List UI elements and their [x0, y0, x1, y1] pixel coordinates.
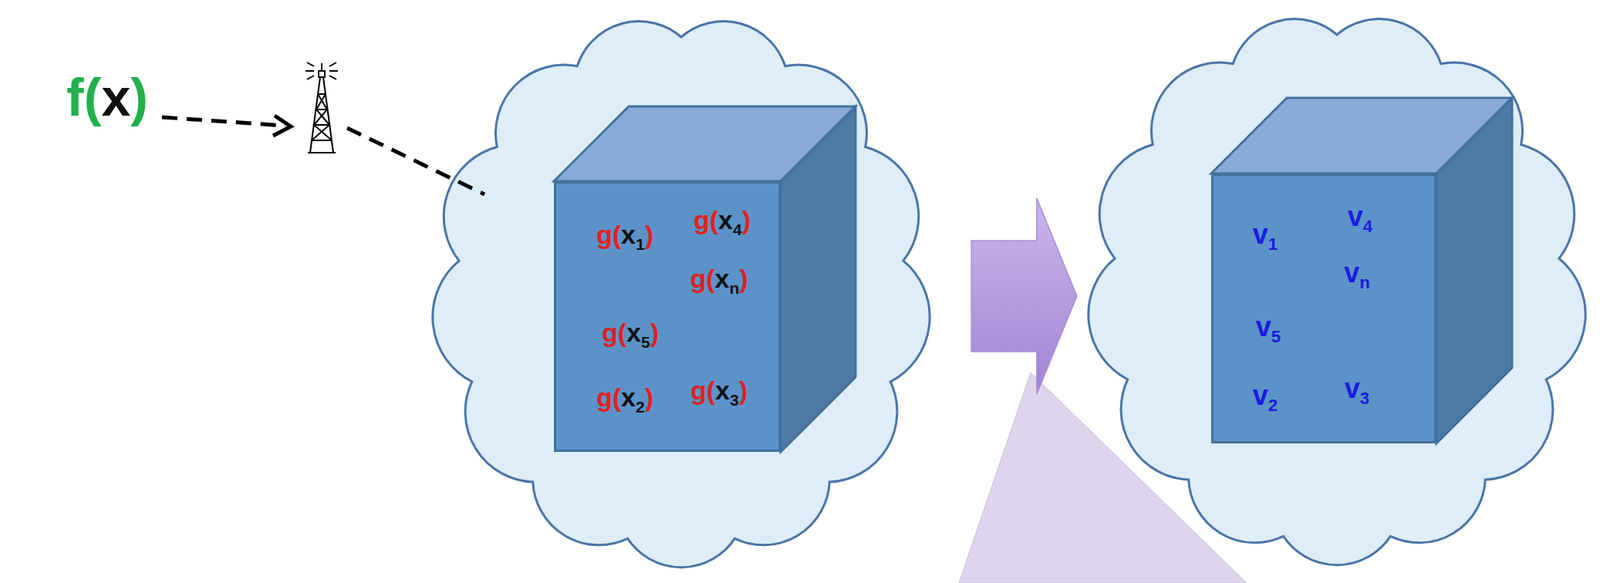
cell-value: v4: [1347, 200, 1373, 233]
text-part: v: [1347, 200, 1364, 233]
text-holder: f(x): [66, 68, 149, 127]
text-part: (: [709, 205, 719, 235]
text-part: 2: [635, 398, 645, 416]
text-part: x: [621, 382, 636, 412]
text-part: x: [101, 67, 131, 127]
cube-side-face: [780, 106, 856, 453]
cell-value: v2: [1252, 379, 1278, 412]
text-part: ): [130, 67, 149, 127]
arrow-head: [273, 115, 291, 136]
text-part: ): [650, 317, 659, 348]
text-holder: vn: [1343, 257, 1371, 293]
text-part: 5: [1271, 327, 1281, 347]
text-part: g: [689, 263, 706, 294]
text-holder: g(x5): [601, 318, 659, 352]
text-part: n: [729, 279, 740, 298]
cube-front-face: v1v4vnv5v2v3: [1211, 173, 1437, 444]
text-part: 2: [1268, 395, 1278, 416]
cell-value: g(x4): [693, 205, 751, 235]
text-holder: g(x2): [596, 383, 654, 416]
cloud-shape: [432, 21, 930, 568]
text-part: ): [742, 205, 751, 235]
text-holder: v2: [1252, 380, 1278, 416]
function-label: f(x): [66, 67, 149, 127]
text-part: ): [644, 219, 654, 250]
text-part: (: [617, 317, 627, 348]
cell-value: g(xn): [689, 263, 748, 294]
text-holder: v4: [1347, 201, 1373, 237]
text-part: (: [612, 219, 622, 250]
text-part: 1: [635, 235, 645, 254]
text-part: 4: [1363, 216, 1373, 237]
text-holder: g(x3): [690, 376, 748, 409]
text-part: g: [693, 205, 710, 235]
cloud-shape: [1088, 19, 1586, 566]
cube-side-face: [1436, 97, 1513, 444]
text-part: f: [66, 67, 85, 127]
cell-value: v5: [1255, 310, 1281, 343]
text-part: v: [1344, 372, 1361, 405]
text-part: g: [601, 317, 618, 348]
text-part: x: [714, 263, 730, 294]
cell-value: g(x3): [690, 375, 748, 406]
text-part: g: [596, 382, 613, 412]
text-part: (: [705, 263, 715, 294]
text-holder: g(xn): [689, 264, 748, 298]
text-part: n: [1359, 273, 1371, 293]
dashed-arrow: [162, 117, 286, 126]
text-part: (: [612, 382, 622, 412]
text-part: g: [690, 375, 707, 406]
cell-value: g(x1): [596, 219, 654, 250]
text-holder: g(x4): [693, 205, 751, 239]
text-part: 4: [732, 220, 743, 239]
callout-triangle: [958, 372, 1247, 583]
text-part: g: [596, 219, 613, 250]
text-part: v: [1343, 256, 1360, 289]
cube-front-face: g(x1)g(x4)g(xn)g(x5)g(x2)g(x3): [553, 181, 781, 453]
text-part: v: [1255, 310, 1272, 343]
text-holder: g(x1): [596, 220, 654, 254]
text-part: x: [715, 375, 730, 406]
text-part: x: [626, 317, 642, 348]
text-part: 3: [1360, 388, 1370, 409]
cell-value: v3: [1344, 372, 1370, 405]
text-part: 1: [1268, 234, 1278, 254]
text-part: 5: [641, 333, 651, 352]
text-part: ): [644, 382, 654, 412]
cell-value: vn: [1343, 256, 1371, 289]
text-part: x: [718, 205, 733, 235]
text-part: (: [706, 375, 716, 406]
text-part: 3: [729, 391, 740, 409]
text-holder: v3: [1344, 373, 1370, 409]
dashed-line: [347, 128, 485, 195]
block-arrow: [971, 198, 1077, 395]
cell-value: g(x2): [596, 382, 654, 412]
antenna-tower: [305, 62, 338, 153]
text-part: (: [84, 67, 102, 127]
text-part: ): [739, 375, 748, 406]
text-holder: v1: [1252, 219, 1278, 254]
text-part: x: [621, 219, 636, 250]
text-part: v: [1252, 218, 1269, 250]
text-part: ): [739, 263, 748, 294]
cell-value: g(x5): [601, 317, 659, 348]
text-holder: v5: [1255, 311, 1281, 347]
text-part: v: [1252, 379, 1269, 412]
cell-value: v1: [1252, 218, 1278, 250]
